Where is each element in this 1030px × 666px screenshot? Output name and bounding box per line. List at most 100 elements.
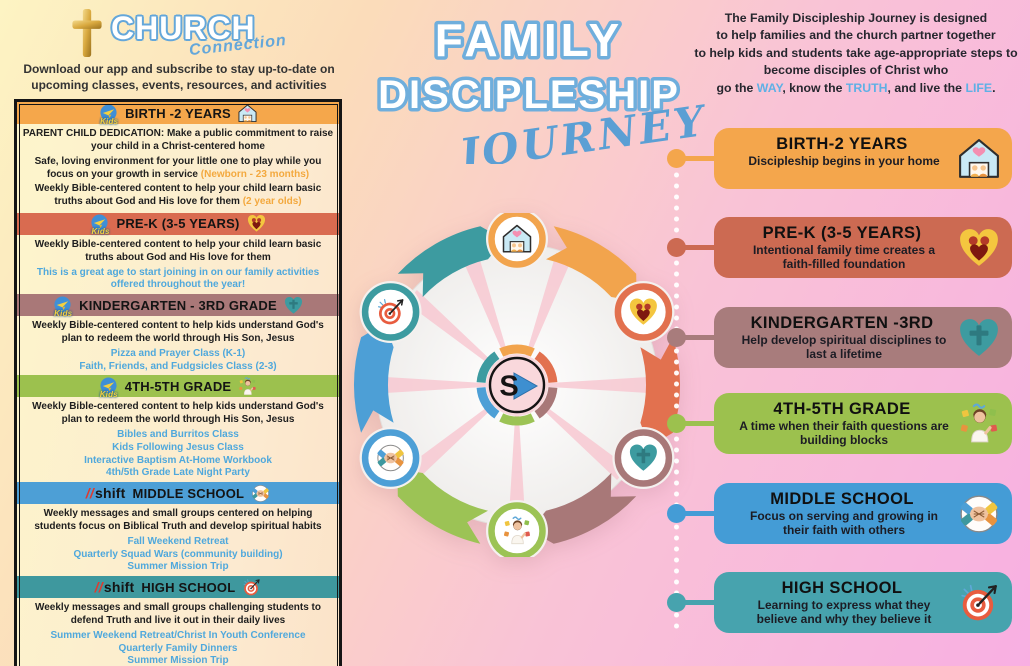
section-line: This is a great age to start joining in … [36,266,320,291]
intro-seg: . [992,80,996,95]
age-section-birth: Kids BIRTH -2 YEARS PARENT CHILD DEDICATIO… [17,102,339,213]
card-desc: Learning to express what they believe an… [756,598,932,626]
section-line: Bibles and Burritos Class [117,428,239,440]
heartfam-icon [247,214,266,233]
timeline-connector [676,335,718,340]
timeline-dot [667,593,686,612]
card-desc: Focus on serving and growing in their fa… [749,509,938,537]
section-title: 4TH-5TH GRADE [124,378,232,394]
tagline-line-1: Download our app and subscribe to stay u… [23,62,335,76]
section-header-middle-school: //shift MIDDLE SCHOOL [17,482,339,505]
section-body: Weekly messages and small groups centere… [17,504,339,576]
timeline-connector [676,511,718,516]
shift-student-logo: //shift [85,485,126,502]
timeline-connector [676,245,718,250]
kids-ministry-logo: Kids [99,104,118,126]
crossheart-icon [958,317,1000,359]
timeline-connector [676,156,718,161]
section-title: PRE-K (3-5 YEARS) [116,216,240,232]
intro-seg: go the [716,80,757,95]
house-icon [958,138,1000,180]
kids-ministry-logo: Kids [90,214,109,236]
shift-student-logo: //shift [94,579,135,596]
age-section-k3: Kids KINDERGARTEN - 3RD GRADE Weekly Bible… [17,294,339,375]
kid-icon [958,403,1000,445]
main-title: FAMILY DISCIPLESHIP JOURNEY [375,11,711,165]
hands-icon [958,493,1000,535]
card-title: HIGH SCHOOL [781,579,903,597]
hub-letter: S [499,371,518,403]
tagline-line-2: upcoming classes, events, resources, and… [31,77,327,92]
section-line: Faith, Friends, and Fudgsicles Class (2-… [79,360,277,372]
card-desc: Intentional family time creates a faith-… [752,243,936,271]
section-header-birth: Kids BIRTH -2 YEARS [17,102,339,126]
intro-line-4: become disciples of Christ who [763,63,949,78]
wheel-node-heartfam [612,281,675,343]
timeline-dotted-line [674,150,679,634]
hub-play-arrow-icon [513,372,539,400]
intro-seg: , know the [782,80,846,95]
kids-ministry-logo: Kids [53,296,72,318]
section-line: Summer Mission Trip [127,561,229,573]
section-line: Quarterly Squad Wars (community building… [73,548,283,560]
section-line: Summer Mission Trip [127,655,229,666]
intro-way: WAY [756,80,783,95]
brand-wordmark: CHURCH Connection [111,10,288,59]
timeline-dot [667,414,686,433]
section-line: Weekly messages and small groups centere… [34,508,322,532]
section-header-k3: Kids KINDERGARTEN - 3RD GRADE [17,294,339,318]
timeline-dot [667,504,686,523]
wheel-node-hands [359,427,422,489]
timeline-dot [667,238,686,257]
section-line: Safe, loving environment for your little… [34,155,322,180]
section-title: KINDERGARTEN - 3RD GRADE [79,297,277,313]
section-line: Weekly messages and small groups challen… [34,602,321,626]
card-desc: Discipleship begins in your home [748,154,940,169]
section-title: MIDDLE SCHOOL [132,485,245,501]
target-icon [958,582,1000,624]
section-title: HIGH SCHOOL [141,579,236,595]
section-body: Weekly Bible-centered content to help ki… [17,397,339,482]
hands-icon [251,484,270,503]
section-line: 4th/5th Grade Late Night Party [106,467,250,479]
section-line: Fall Weekend Retreat [127,535,229,547]
timeline-dot [667,328,686,347]
gold-cross-icon [71,8,103,58]
timeline-connector [676,421,718,426]
section-line: Quarterly Family Dinners [118,642,238,654]
intro-life: LIFE [965,80,993,95]
timeline-dot [667,149,686,168]
section-body: PARENT CHILD DEDICATION: Make a public c… [17,124,339,213]
heartfam-icon [958,227,1000,269]
section-body: Weekly Bible-centered content to help ki… [17,316,339,375]
section-line: Pizza and Prayer Class (K-1) [110,347,246,359]
card-desc: A time when their faith questions are bu… [739,419,949,447]
card-title: KINDERGARTEN -3RD [750,314,934,332]
intro-line-3: to help kids and students take age-appro… [694,45,1018,60]
section-line: Weekly Bible-centered content to help yo… [34,183,322,208]
card-desc: Help develop spiritual disciplines to la… [741,333,947,361]
card-title: 4TH-5TH GRADE [773,400,911,418]
wheel-node-target [359,281,422,343]
title-discipleship: DISCIPLESHIP [378,73,680,117]
section-header-high-school: //shift HIGH SCHOOL [17,576,339,599]
section-header-prek: Kids PRE-K (3-5 YEARS) [17,212,339,236]
timeline-connector [676,600,718,605]
section-line: Summer Weekend Retreat/Christ In Youth C… [50,629,306,641]
title-family: FAMILY [435,14,623,66]
wheel-node-kid [486,500,548,562]
intro-truth: TRUTH [845,80,888,95]
age-groups-box: Kids BIRTH -2 YEARS PARENT CHILD DEDICATIO… [14,99,342,666]
house-icon [238,104,257,123]
intro-line-1: The Family Discipleship Journey is desig… [724,11,988,25]
intro-paragraph: The Family Discipleship Journey is desig… [688,10,1024,97]
target-icon [242,578,261,597]
section-title: BIRTH -2 YEARS [125,105,231,121]
